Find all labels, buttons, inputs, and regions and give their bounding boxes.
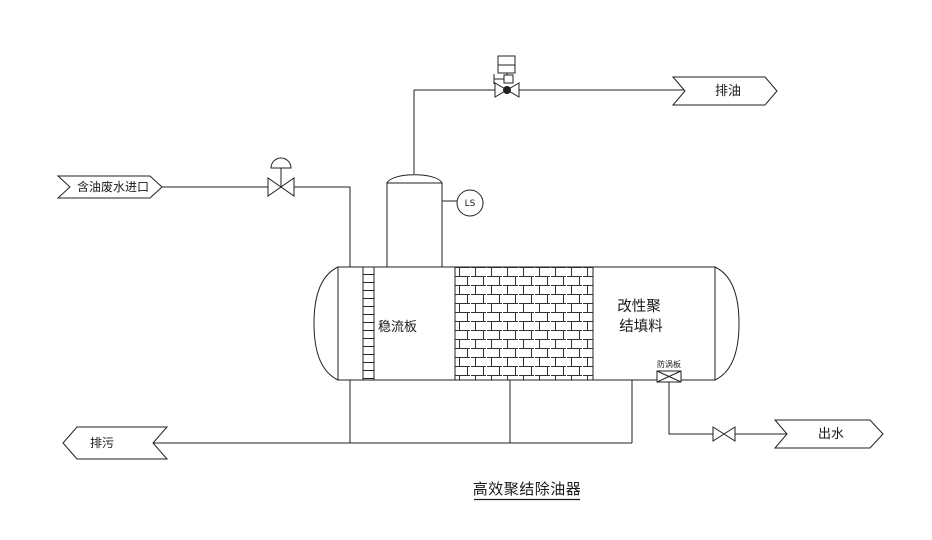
level-switch-tag: LS: [465, 199, 476, 209]
drain-nozzles: [349, 380, 633, 443]
packing-label-line1: 改性聚: [617, 298, 661, 315]
water-out-flow-tag: 出水: [773, 419, 884, 449]
oil-dome: [386, 174, 443, 267]
drawing-title-text: 高效聚结除油器: [473, 480, 582, 498]
drain-label: 排污: [90, 436, 114, 450]
baffle-label: 稳流板: [378, 319, 417, 335]
water-outlet-valve-icon: [712, 426, 736, 442]
oil-out-label: 排油: [715, 84, 741, 99]
water-out-label: 出水: [818, 427, 844, 442]
drain-flow-tag: 排污: [62, 426, 169, 460]
packing-bed: [454, 266, 594, 381]
vortex-breaker-icon: [656, 370, 682, 383]
vessel-right-head: [714, 266, 740, 381]
vortex-breaker-label: 防涡板: [657, 359, 681, 369]
inlet-pipe-to-vessel: [294, 186, 351, 267]
vessel-left-head: [313, 266, 339, 381]
water-outlet-pipe: [668, 382, 713, 435]
inlet-control-valve-icon: [267, 157, 295, 197]
inlet-label: 含油废水进口: [77, 179, 149, 194]
level-switch-instrument: LS: [456, 189, 484, 217]
drawing-title: 高效聚结除油器: [473, 480, 582, 501]
oil-solenoid-valve-icon: [493, 55, 520, 98]
oil-out-flow-tag: 排油: [671, 76, 778, 106]
inlet-flow-tag: 含油废水进口: [56, 175, 163, 199]
baffle-plate: [362, 266, 375, 381]
packing-label-line2: 结填料: [619, 318, 663, 335]
